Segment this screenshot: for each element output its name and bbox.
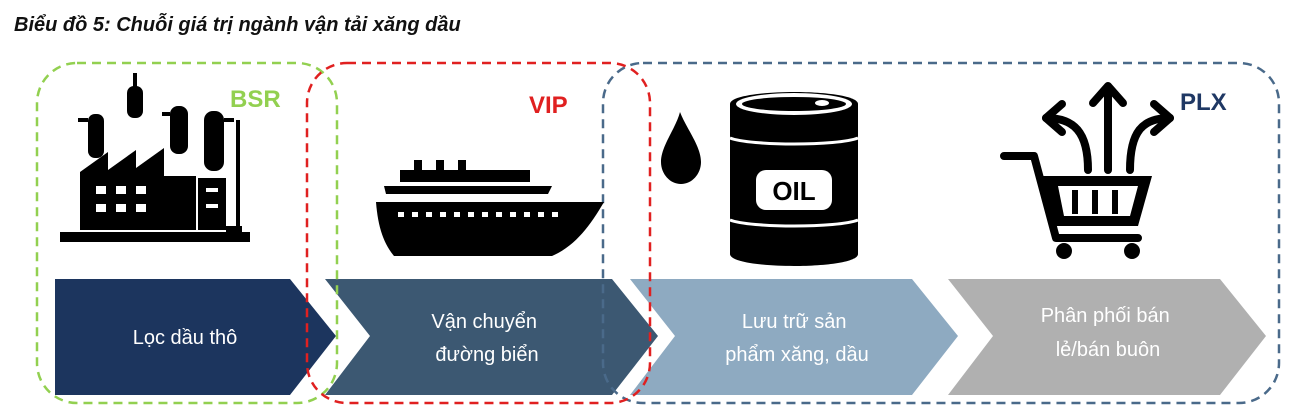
- ship-icon: [376, 160, 604, 256]
- barrel-text: OIL: [772, 176, 815, 206]
- page-title: Biểu đồ 5: Chuỗi giá trị ngành vận tải x…: [14, 14, 461, 36]
- refinery-icon: [60, 73, 250, 242]
- stage-label-distribution: Phân phối bán lẻ/bán buôn: [1041, 305, 1176, 361]
- shopping-cart-icon: [1000, 152, 1152, 259]
- company-label-bsr: BSR: [230, 86, 281, 113]
- company-box-bsr: [35, 61, 339, 405]
- company-label-vip: VIP: [529, 92, 568, 119]
- company-box-plx: [601, 61, 1281, 405]
- stage-label-shipping: Vận chuyển đường biển: [431, 311, 542, 366]
- stage-chevron-storage: [630, 279, 958, 395]
- stage-label-storage: Lưu trữ sản phẩm xăng, dầu: [725, 311, 868, 366]
- distribution-arrows-icon: [1042, 82, 1174, 174]
- oil-barrel-icon: OIL: [729, 92, 859, 266]
- stage-chevron-shipping: [325, 279, 658, 395]
- company-box-vip: [305, 61, 652, 405]
- company-label-plx: PLX: [1180, 89, 1227, 116]
- stage-chevron-distribution: [948, 279, 1266, 395]
- oil-drop-icon: [661, 112, 701, 184]
- stage-chevron-refining: [55, 279, 336, 395]
- stage-label-refining: Lọc dầu thô: [133, 327, 238, 349]
